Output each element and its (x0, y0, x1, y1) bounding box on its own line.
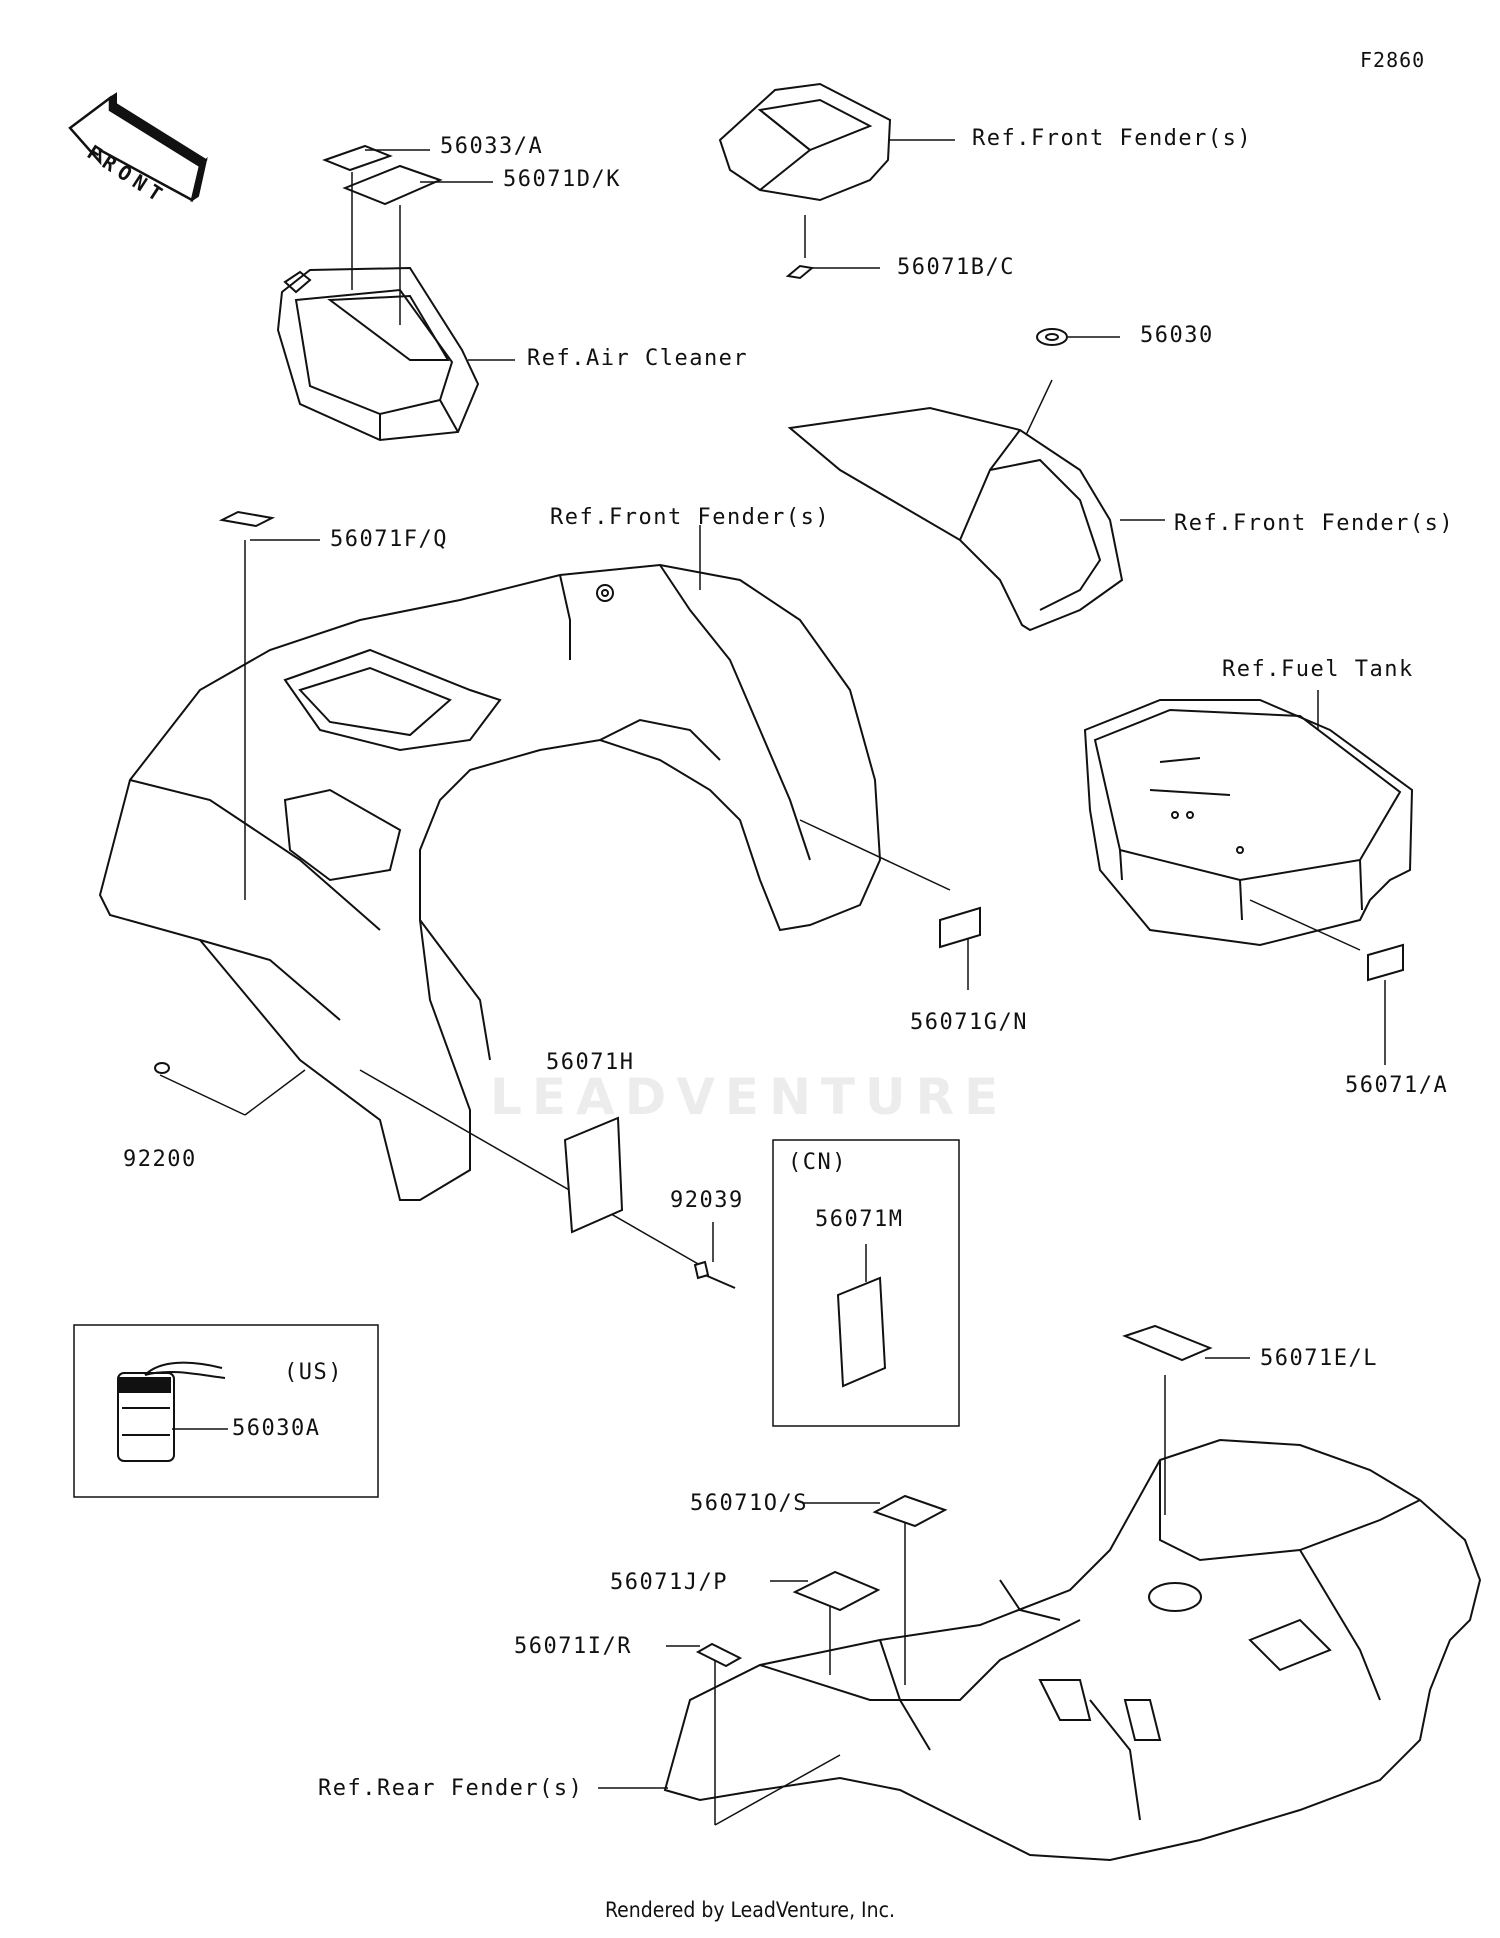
fuel-tank-tray (1083, 699, 1414, 947)
rivet-92039 (693, 1222, 736, 1289)
label-56071fq[interactable]: 56071F/Q (330, 527, 448, 552)
label-56071bc[interactable]: 56071B/C (897, 255, 1015, 280)
label-56071jp[interactable]: 56071J/P (610, 1570, 728, 1595)
cn-region-box (772, 1139, 960, 1427)
leader-lines-rear-fender (598, 1357, 1250, 1826)
label-ref-fuel-tank[interactable]: Ref.Fuel Tank (1222, 657, 1414, 682)
sticker-56071m (836, 1276, 887, 1388)
sticker-56071el (1122, 1324, 1213, 1362)
label-56030a[interactable]: 56030A (232, 1416, 321, 1441)
sticker-56071h (563, 1116, 624, 1234)
footer-credit: Rendered by LeadVenture, Inc. (605, 1898, 895, 1922)
label-56033a[interactable]: 56033/A (440, 134, 544, 159)
front-fender-side-panel (787, 406, 1124, 632)
label-ref-rear-fender[interactable]: Ref.Rear Fender(s) (318, 1776, 584, 1801)
tag-56030a (117, 1361, 228, 1462)
leader-lines-front-fender (159, 525, 969, 1266)
front-fender-main (98, 563, 882, 1201)
us-region-box (73, 1324, 379, 1498)
label-92039[interactable]: 92039 (670, 1188, 744, 1213)
sticker-56033a (322, 144, 393, 172)
label-region-us: (US) (284, 1360, 343, 1385)
sticker-56071fq (218, 510, 276, 528)
label-56071h[interactable]: 56071H (546, 1050, 635, 1075)
label-56071gn[interactable]: 56071G/N (910, 1010, 1028, 1035)
sticker-56071jp (792, 1570, 881, 1612)
air-cleaner-cover (276, 266, 480, 442)
label-region-cn: (CN) (788, 1150, 847, 1175)
washer-92200 (154, 1062, 170, 1074)
label-56071dk[interactable]: 56071D/K (503, 167, 621, 192)
label-ref-front-fender-3[interactable]: Ref.Front Fender(s) (550, 505, 831, 530)
grommet-56030 (1036, 328, 1068, 346)
label-56071ir[interactable]: 56071I/R (514, 1634, 632, 1659)
sticker-56071os (872, 1494, 948, 1528)
leader-lines-front-cover (804, 139, 955, 269)
watermark: LEADVENTURE (490, 1068, 1009, 1126)
label-92200[interactable]: 92200 (123, 1147, 197, 1172)
sticker-56071bc (785, 264, 815, 280)
label-56071m[interactable]: 56071M (815, 1207, 904, 1232)
front-fender-cover (718, 82, 892, 202)
front-arrow-icon (68, 92, 208, 203)
rear-fender (663, 1438, 1482, 1862)
label-ref-front-fender-1[interactable]: Ref.Front Fender(s) (972, 126, 1253, 151)
label-ref-front-fender-2[interactable]: Ref.Front Fender(s) (1174, 511, 1455, 536)
label-56071os[interactable]: 56071O/S (690, 1491, 808, 1516)
leader-lines-air-cleaner (351, 149, 515, 361)
label-56071el[interactable]: 56071E/L (1260, 1346, 1378, 1371)
sticker-56071dk (342, 164, 443, 206)
label-56071a[interactable]: 56071/A (1345, 1073, 1449, 1098)
sticker-56071ir (695, 1642, 743, 1668)
label-56030[interactable]: 56030 (1140, 323, 1214, 348)
diagram-code: F2860 (1360, 48, 1426, 72)
sticker-56071a (1367, 943, 1404, 982)
sticker-56071gn (939, 906, 981, 949)
label-ref-air-cleaner[interactable]: Ref.Air Cleaner (527, 346, 749, 371)
